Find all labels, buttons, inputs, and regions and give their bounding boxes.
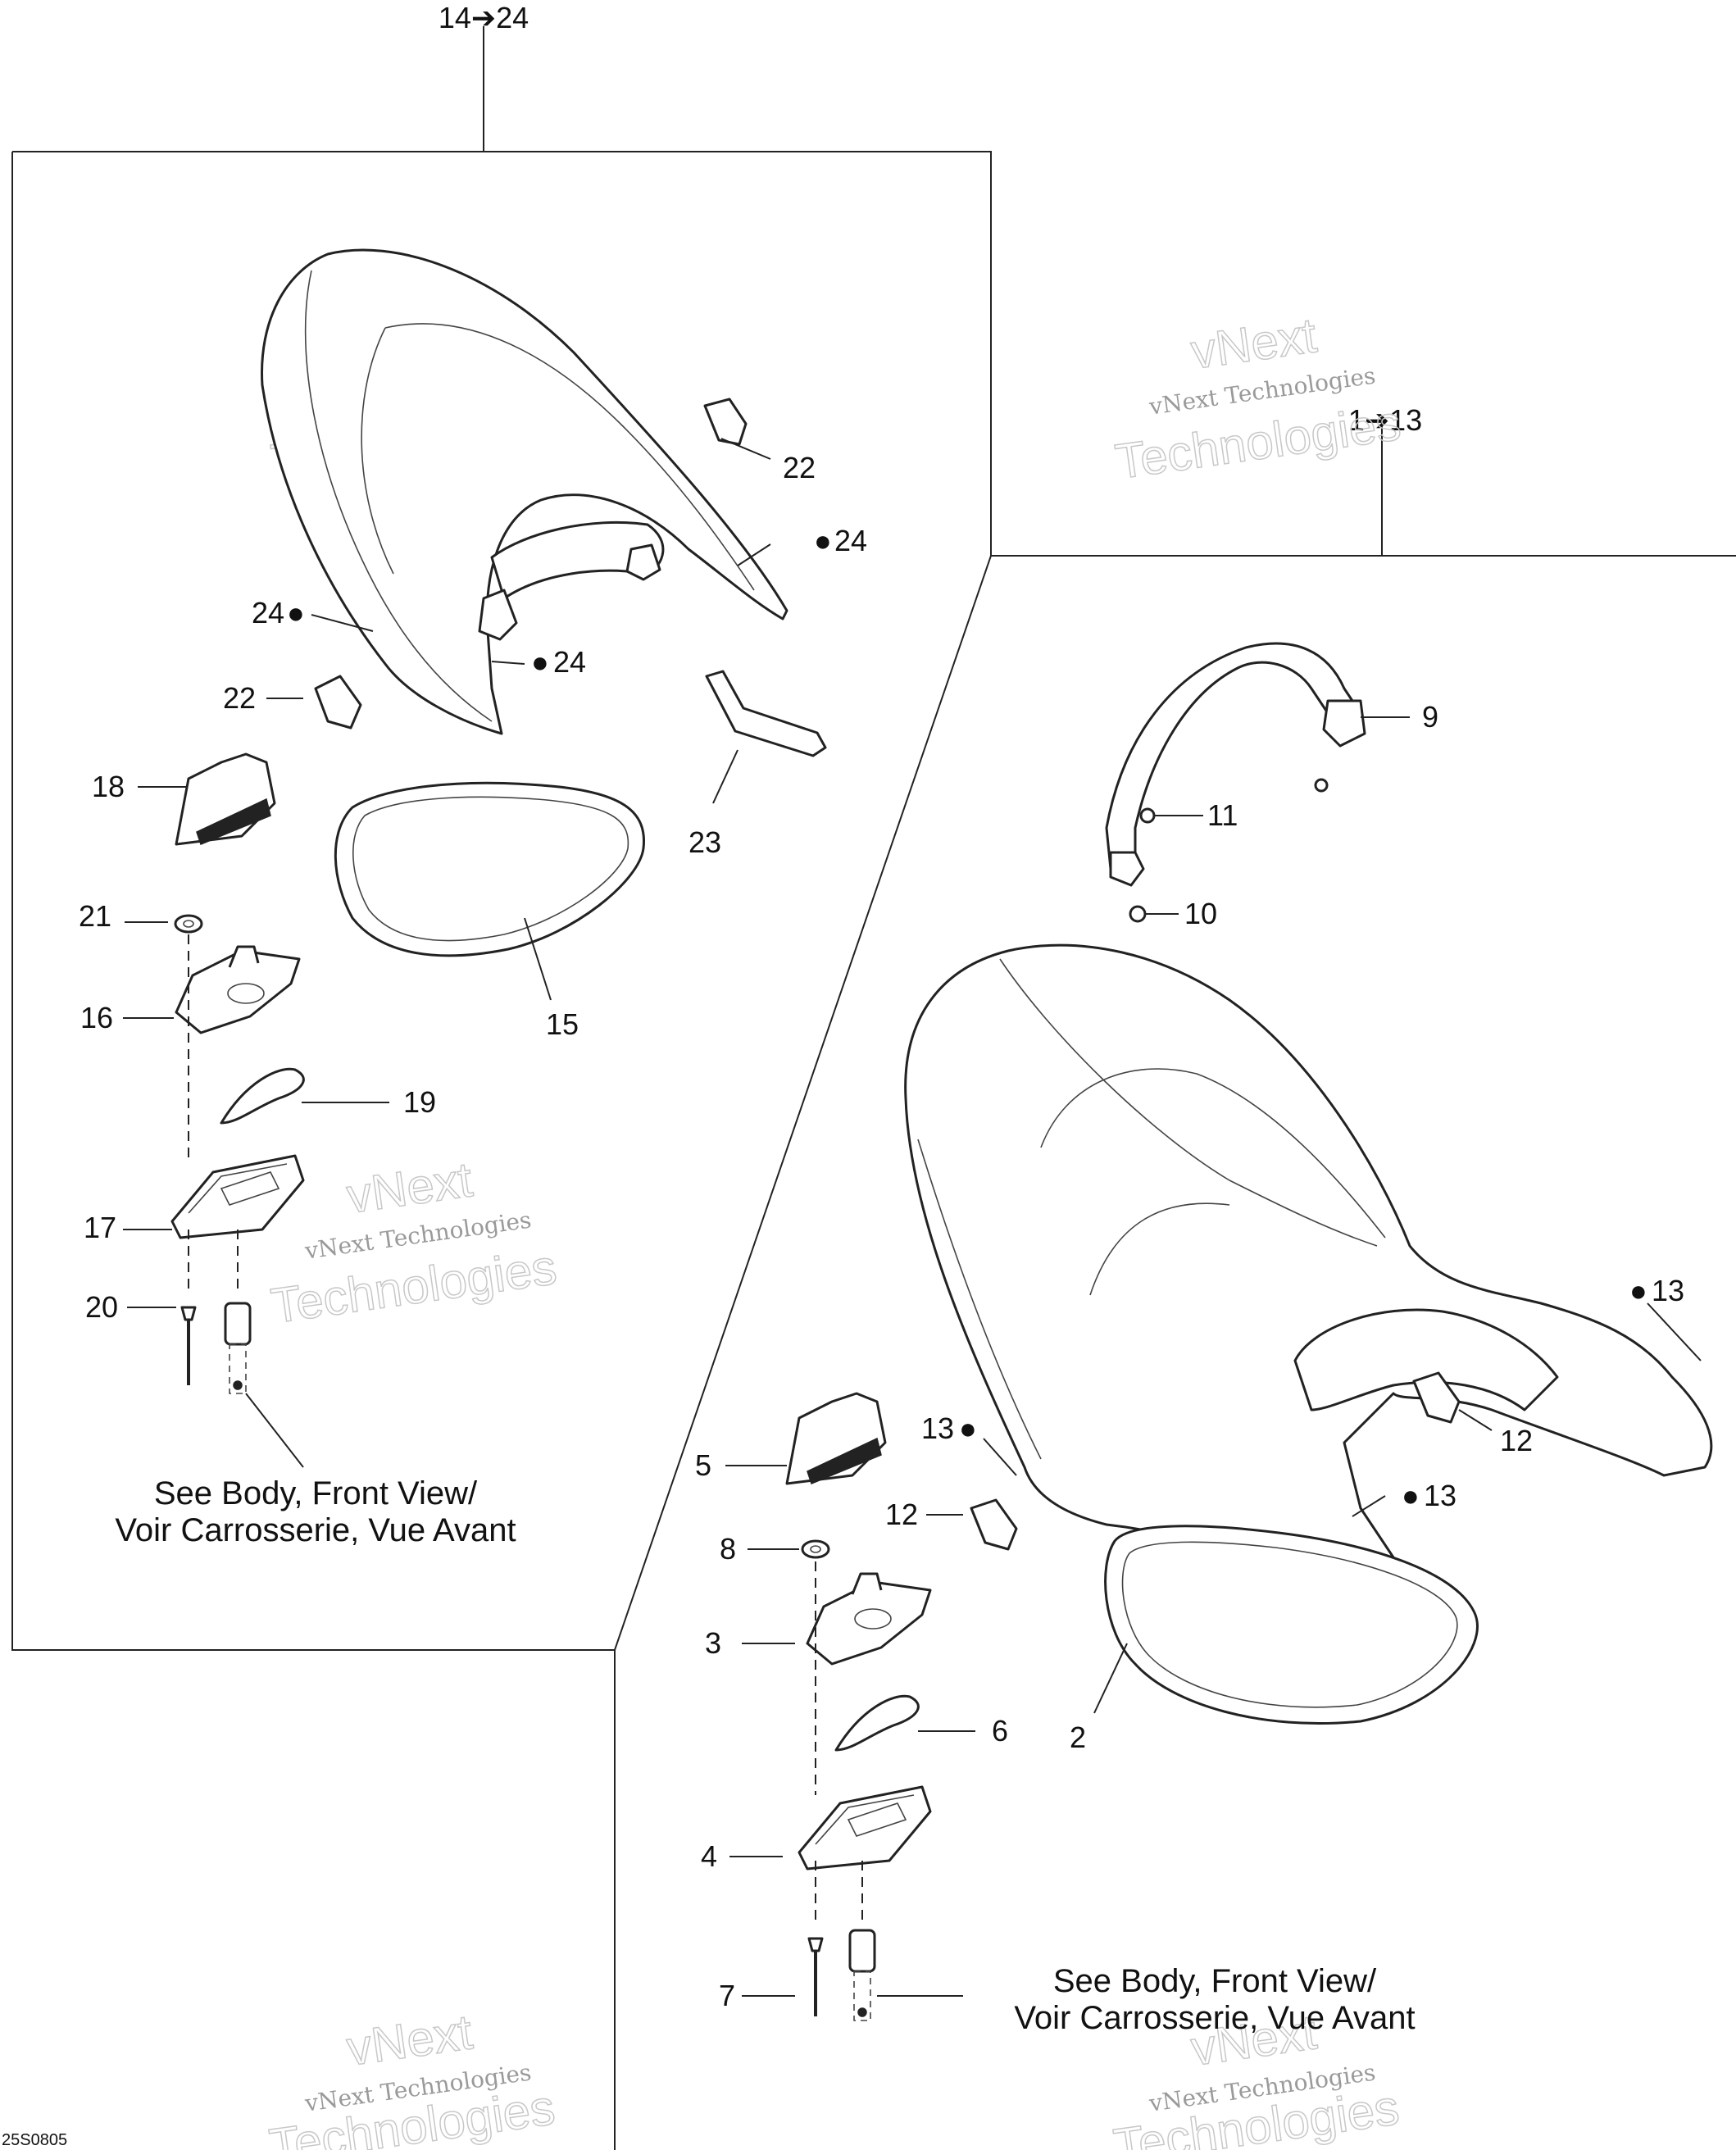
drawing-code: 25S0805 (2, 2131, 67, 2149)
clip-6 (834, 1694, 920, 1752)
callout-17: 17 (84, 1211, 116, 1244)
callout-24-mid: 24 (553, 645, 586, 679)
strap-9 (1105, 642, 1366, 887)
callout-19: 19 (403, 1085, 436, 1119)
callout-3: 3 (705, 1626, 721, 1660)
latch-5 (785, 1392, 887, 1485)
clip-19 (220, 1067, 305, 1125)
callout-6: 6 (992, 1714, 1008, 1748)
seal-15-ring (334, 781, 646, 957)
callout-13-left: 13 (921, 1411, 954, 1445)
left-group-callout: 14➔24 (439, 1, 529, 34)
svg-text:vNext: vNext (343, 2004, 476, 2076)
clip-12-upper (1412, 1371, 1461, 1424)
washer-11 (1139, 807, 1156, 824)
callout-22-upper: 22 (783, 451, 816, 484)
washer-21 (174, 914, 203, 934)
callout-13-upper: 13 (1652, 1274, 1684, 1307)
callout-21: 21 (79, 899, 111, 933)
washer-8 (801, 1539, 830, 1559)
drop-icon: ● (814, 524, 832, 557)
leaders-right (725, 716, 1702, 1997)
note-right-line2: Voir Carrosserie, Vue Avant (1014, 2000, 1415, 2036)
callout-24-left: 24 (252, 596, 284, 630)
bracket-23 (705, 670, 827, 757)
nut-9 (1314, 778, 1329, 793)
washer-21-hole (183, 920, 194, 928)
latch-18 (175, 752, 276, 846)
plate-16 (175, 945, 301, 1034)
left-group-frame (11, 26, 992, 1651)
drop-icon: ● (1629, 1274, 1647, 1307)
right-group-callout: 1➔13 (1348, 403, 1422, 437)
drop-icon: ● (959, 1411, 977, 1445)
callout-8: 8 (720, 1532, 736, 1566)
seal-2 (1104, 1525, 1479, 1725)
callout-23: 23 (688, 825, 721, 859)
rivet-20 (180, 1306, 197, 1385)
plate-3 (806, 1572, 932, 1666)
drop-icon: ● (287, 596, 305, 630)
clip-22-lower (314, 675, 362, 730)
clip-12-lower (970, 1498, 1018, 1551)
callout-12-lower: 12 (885, 1498, 918, 1531)
callout-24-right: 24 (834, 524, 867, 557)
seal-2-inner (1121, 1541, 1458, 1708)
callout-16: 16 (80, 1001, 113, 1034)
drop-icon: ● (531, 645, 549, 679)
callout-7: 7 (719, 1979, 735, 2012)
right-group-frame (614, 425, 1736, 2150)
note-right-line1: See Body, Front View/ (1053, 1963, 1377, 1999)
clip-22-upper (703, 398, 748, 446)
callout-2: 2 (1070, 1720, 1086, 1754)
seal-15-inner (352, 796, 629, 942)
watermark-bottom-left: vNext Technologies vNext Technologies (266, 2003, 559, 2150)
callout-11: 11 (1207, 798, 1238, 832)
rivet-7 (807, 1937, 824, 2016)
callout-9: 9 (1422, 700, 1438, 734)
front-seat-cover (904, 943, 1713, 1625)
svg-text:vNext: vNext (1188, 307, 1320, 380)
callout-15: 15 (546, 1007, 579, 1041)
callout-10: 10 (1184, 897, 1217, 930)
base-4 (798, 1785, 932, 1870)
insert-right (848, 1929, 876, 2021)
nut-10 (1129, 905, 1147, 923)
rear-seat-cover (261, 248, 788, 735)
note-left-line2: Voir Carrosserie, Vue Avant (115, 1512, 516, 1548)
callout-4: 4 (701, 1839, 717, 1873)
callout-13-lower: 13 (1424, 1479, 1457, 1512)
svg-text:vNext: vNext (343, 1152, 476, 1224)
leaders-left (123, 438, 771, 1468)
callout-20: 20 (85, 1290, 118, 1324)
watermark-top-right: vNext Technologies vNext Technologies (1111, 307, 1405, 489)
base-17 (170, 1154, 305, 1239)
callout-12-upper: 12 (1500, 1424, 1533, 1457)
callout-22-lower: 22 (223, 681, 256, 715)
callout-5: 5 (695, 1448, 711, 1482)
note-left-line1: See Body, Front View/ (154, 1475, 478, 1511)
washer-8-hole (810, 1545, 821, 1553)
drop-icon: ● (1402, 1479, 1420, 1512)
insert-left (224, 1302, 252, 1394)
callout-18: 18 (92, 770, 125, 803)
